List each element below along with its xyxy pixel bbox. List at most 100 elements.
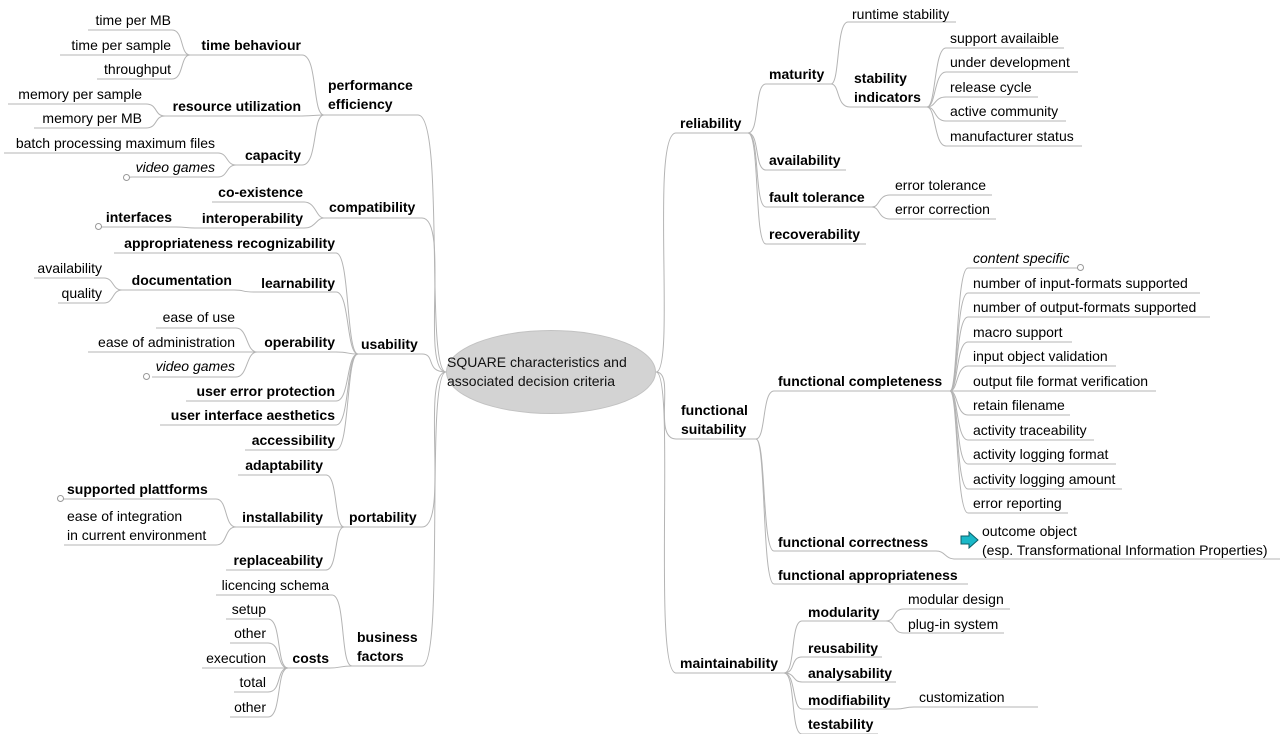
topic-quality[interactable]: quality [61, 285, 102, 301]
topic-time-behaviour[interactable]: time behaviour [201, 37, 301, 53]
topic-input-formats[interactable]: number of input-formats supported [973, 275, 1188, 291]
topic-supported-plattforms[interactable]: supported plattforms [67, 481, 208, 497]
collapsed-knob-icon[interactable] [1077, 264, 1084, 271]
topic-error-tolerance[interactable]: error tolerance [895, 177, 987, 193]
topic-ease-of-use[interactable]: ease of use [162, 309, 235, 325]
topic-costs[interactable]: costs [292, 650, 329, 666]
topic-activity-logging-format[interactable]: activity logging format [973, 446, 1109, 462]
topic-macro-support[interactable]: macro support [973, 324, 1063, 340]
topic-memory-per-sample[interactable]: memory per sample [18, 86, 142, 102]
topic-appropriateness-recognizability[interactable]: appropriateness recognizability [124, 235, 335, 251]
topic-outcome-object-line2: (esp. Transformational Information Prope… [982, 542, 1268, 558]
collapsed-knob-icon[interactable] [143, 373, 150, 380]
topic-portability[interactable]: portability [349, 509, 417, 525]
topic-activity-logging-amount[interactable]: activity logging amount [973, 471, 1116, 487]
topic-interfaces[interactable]: interfaces [105, 209, 172, 225]
topic-plug-in-system[interactable]: plug-in system [908, 616, 999, 632]
topic-maturity[interactable]: maturity [769, 66, 825, 82]
topic-functional-suitability-line2: suitability [681, 421, 747, 437]
topic-performance-efficiency-line1: performance [328, 77, 413, 93]
topic-business-factors-line1: business [357, 629, 418, 645]
root-topic[interactable]: SQUARE characteristics and associated de… [446, 330, 656, 414]
topic-retain-filename[interactable]: retain filename [973, 397, 1065, 413]
topic-business-factors[interactable]: business factors [357, 628, 418, 666]
topic-input-object-validation[interactable]: input object validation [973, 348, 1108, 364]
topic-video-games-operability[interactable]: video games [155, 358, 235, 374]
topic-fault-tolerance[interactable]: fault tolerance [769, 189, 865, 205]
topic-adaptability[interactable]: adaptability [245, 457, 323, 473]
topic-throughput[interactable]: throughput [104, 61, 171, 77]
topic-video-games-capacity[interactable]: video games [135, 159, 215, 175]
topic-interoperability[interactable]: interoperability [201, 210, 303, 226]
topic-modular-design[interactable]: modular design [908, 591, 1004, 607]
topic-functional-correctness[interactable]: functional correctness [778, 534, 929, 550]
topic-user-error-protection[interactable]: user error protection [196, 383, 335, 399]
topic-time-per-sample[interactable]: time per sample [71, 37, 171, 53]
topic-stability-indicators-line2: indicators [854, 89, 921, 105]
topic-output-formats[interactable]: number of output-formats supported [973, 299, 1197, 315]
topic-usability[interactable]: usability [361, 336, 418, 352]
topic-reusability[interactable]: reusability [808, 640, 879, 656]
topic-release-cycle[interactable]: release cycle [950, 79, 1032, 95]
topic-business-factors-line2: factors [357, 648, 404, 664]
topic-analysability[interactable]: analysability [808, 665, 893, 681]
topic-other-1[interactable]: other [234, 625, 266, 641]
topic-error-correction[interactable]: error correction [895, 201, 990, 217]
topic-output-file-format-verification[interactable]: output file format verification [973, 373, 1149, 389]
topic-execution[interactable]: execution [206, 650, 266, 666]
topic-maintainability[interactable]: maintainability [680, 655, 779, 671]
topic-manufacturer-status[interactable]: manufacturer status [950, 128, 1074, 144]
topic-setup[interactable]: setup [231, 601, 266, 617]
topic-functional-suitability[interactable]: functional suitability [681, 401, 748, 439]
topic-replaceability[interactable]: replaceability [233, 552, 324, 568]
topic-activity-traceability[interactable]: activity traceability [973, 422, 1087, 438]
topic-content-specific[interactable]: content specific [973, 250, 1070, 266]
topic-ease-of-administration[interactable]: ease of administration [98, 334, 235, 350]
topic-functional-completeness[interactable]: functional completeness [778, 373, 943, 389]
topic-availability-doc[interactable]: availability [37, 260, 102, 276]
topic-documentation[interactable]: documentation [131, 272, 232, 288]
topic-reliability[interactable]: reliability [680, 115, 742, 131]
topic-error-reporting[interactable]: error reporting [973, 495, 1062, 511]
topic-performance-efficiency[interactable]: performance efficiency [328, 76, 413, 114]
collapsed-knob-icon[interactable] [123, 174, 130, 181]
topic-licencing-schema[interactable]: licencing schema [221, 577, 329, 593]
root-topic-line2: associated decision criteria [447, 373, 616, 389]
topic-batch-processing[interactable]: batch processing maximum files [15, 135, 215, 151]
root-topic-line1: SQUARE characteristics and [447, 354, 627, 370]
topic-modifiability[interactable]: modifiability [808, 692, 891, 708]
topic-accessibility[interactable]: accessibility [251, 432, 335, 448]
topic-outcome-object-line1: outcome object [982, 523, 1077, 539]
topic-stability-indicators-line1: stability [854, 70, 907, 86]
topic-outcome-object[interactable]: outcome object (esp. Transformational In… [982, 522, 1268, 560]
topic-modularity[interactable]: modularity [808, 604, 880, 620]
topic-ease-of-integration[interactable]: ease of integration in current environme… [67, 507, 206, 545]
topic-memory-per-mb[interactable]: memory per MB [42, 110, 142, 126]
topic-operability[interactable]: operability [264, 334, 335, 350]
topic-customization[interactable]: customization [919, 689, 1005, 705]
topic-time-per-mb[interactable]: time per MB [95, 12, 171, 28]
topic-stability-indicators[interactable]: stability indicators [854, 69, 921, 107]
topic-other-2[interactable]: other [234, 699, 266, 715]
topic-co-existence[interactable]: co-existence [218, 184, 303, 200]
topic-learnability[interactable]: learnability [261, 275, 335, 291]
topic-total[interactable]: total [239, 674, 266, 690]
topic-user-interface-aesthetics[interactable]: user interface aesthetics [170, 407, 335, 423]
collapsed-knob-icon[interactable] [95, 223, 102, 230]
topic-installability[interactable]: installability [242, 509, 323, 525]
topic-under-development[interactable]: under development [950, 54, 1070, 70]
topic-capacity[interactable]: capacity [244, 147, 301, 163]
topic-testability[interactable]: testability [808, 716, 874, 732]
topic-support-available[interactable]: support availaible [950, 30, 1059, 46]
topic-functional-appropriateness[interactable]: functional appropriateness [778, 567, 958, 583]
topic-active-community[interactable]: active community [950, 103, 1059, 119]
topic-compatibility[interactable]: compatibility [329, 199, 416, 215]
collapsed-knob-icon[interactable] [57, 495, 64, 502]
topic-runtime-stability[interactable]: runtime stability [852, 6, 950, 22]
arrow-right-icon[interactable] [960, 531, 979, 549]
topic-recoverability[interactable]: recoverability [769, 226, 861, 242]
topic-availability-reliability[interactable]: availability [769, 152, 841, 168]
topic-resource-utilization[interactable]: resource utilization [172, 98, 301, 114]
